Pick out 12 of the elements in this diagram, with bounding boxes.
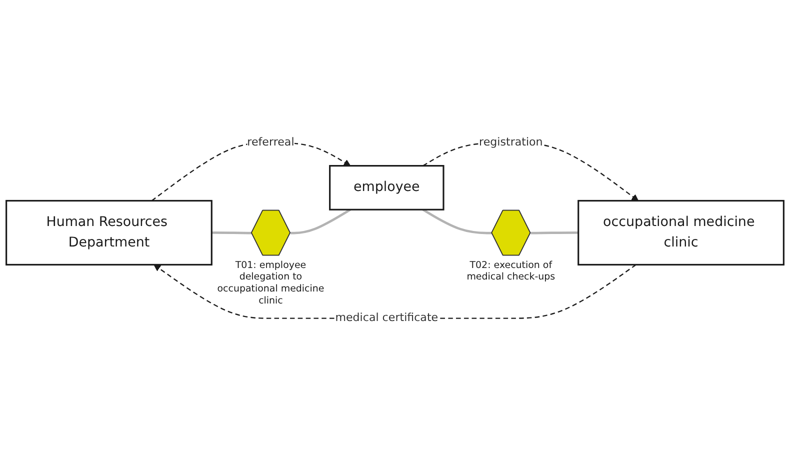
connector: [212, 232, 252, 234]
node-box: Human Resources Department: [6, 200, 212, 266]
connector: [530, 232, 578, 234]
connector: [290, 208, 351, 234]
edge-label: registration: [479, 136, 543, 149]
edge-label: referreal: [247, 136, 294, 149]
node-box: occupational medicine clinic: [578, 200, 784, 266]
connector: [422, 208, 492, 234]
transaction-label: T02: execution of medical check-ups: [466, 260, 556, 283]
transaction-label: T01: employee delegation to occupational medicine clinic: [217, 260, 324, 306]
node-box: employee: [329, 165, 444, 210]
edge-label: medical certificate: [335, 312, 438, 324]
